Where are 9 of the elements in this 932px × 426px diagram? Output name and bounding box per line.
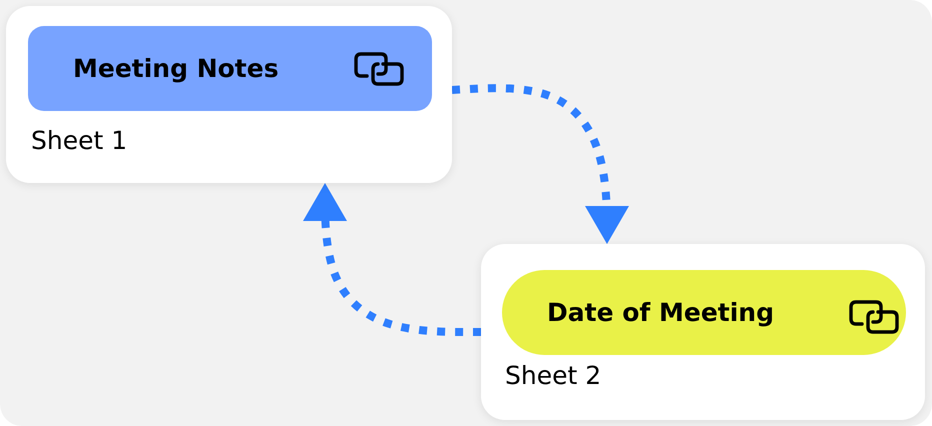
sheet-card: [481, 244, 925, 420]
sheet-label: Sheet 2: [505, 361, 602, 391]
dotted-arrow: [303, 183, 481, 336]
field-pill: [28, 26, 432, 111]
sheet-card: [6, 6, 452, 183]
field-title: Meeting Notes: [73, 54, 279, 84]
field-title: Date of Meeting: [547, 298, 774, 328]
dotted-arrow: [452, 84, 629, 244]
sheet-label: Sheet 1: [31, 126, 128, 156]
